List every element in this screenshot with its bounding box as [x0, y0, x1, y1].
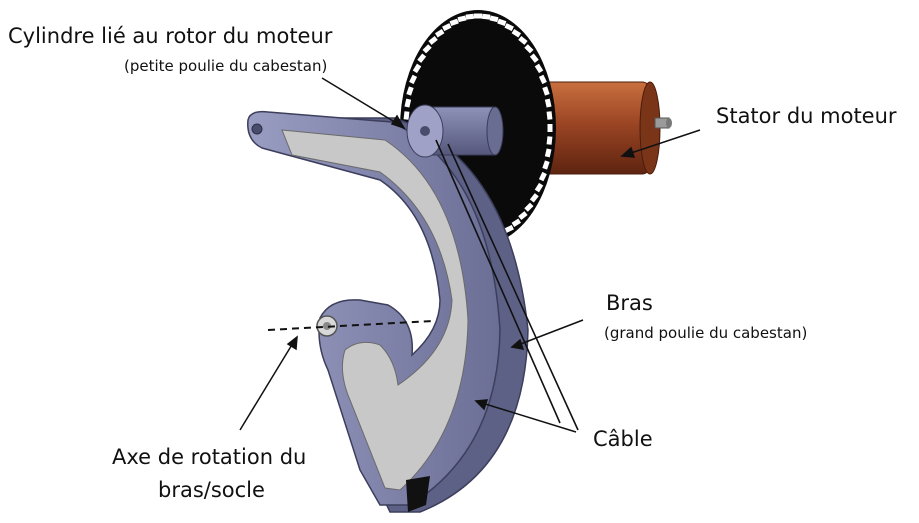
- encoder-slot: [538, 171, 547, 182]
- encoder-slot: [422, 44, 432, 54]
- encoder-slot: [449, 18, 459, 26]
- encoder-slot: [465, 13, 475, 20]
- encoder-slot: [442, 23, 452, 32]
- encoder-slot: [457, 15, 467, 23]
- encoder-slot: [546, 136, 553, 145]
- motor-stator-icon: [539, 81, 672, 175]
- encoder-slot: [403, 111, 410, 120]
- cable-label: Câble: [593, 427, 653, 451]
- axis-label-line1: Axe de rotation du: [112, 445, 307, 469]
- encoder-slot: [524, 44, 534, 54]
- encoder-slot: [504, 224, 514, 233]
- encoder-slot: [511, 28, 522, 38]
- capstan-arm-icon: [247, 110, 529, 513]
- small-pulley-icon: [406, 104, 504, 158]
- encoder-slot: [504, 23, 514, 32]
- encoder-slot: [497, 18, 507, 26]
- encoder-slot: [474, 13, 482, 19]
- encoder-slot: [518, 35, 528, 45]
- encoder-slot: [406, 86, 414, 96]
- encoder-slot: [481, 13, 491, 20]
- encoder-slot: [544, 98, 552, 108]
- cable-lines: [435, 139, 579, 431]
- stator-label: Stator du moteur: [716, 104, 897, 128]
- annotation-arrows: [239, 77, 701, 433]
- encoder-slot: [434, 28, 445, 38]
- bras-sublabel: (grand poulie du cabestan): [604, 324, 808, 342]
- encoder-slot: [534, 182, 544, 193]
- encoder-slot: [412, 63, 422, 74]
- encoder-slot: [524, 202, 534, 212]
- encoder-slot: [529, 53, 539, 63]
- encoder-slot: [428, 35, 438, 45]
- encoder-slot: [547, 124, 553, 132]
- encoder-slot: [409, 74, 418, 85]
- encoder-slot: [529, 193, 539, 203]
- encoder-slot: [538, 74, 547, 85]
- encoder-slot: [546, 111, 553, 120]
- encoder-slot: [518, 211, 528, 221]
- encoder-slot: [511, 218, 522, 228]
- encoder-slot: [542, 86, 550, 96]
- axis-label-line2: bras/socle: [158, 478, 265, 502]
- cylinder-sublabel: (petite poulie du cabestan): [124, 57, 328, 75]
- encoder-slot: [534, 63, 544, 74]
- encoder-slot: [417, 53, 427, 63]
- encoder-slot: [404, 98, 412, 108]
- encoder-slot: [542, 160, 550, 170]
- bras-label: Bras: [606, 291, 653, 315]
- encoder-slot: [544, 148, 552, 158]
- cylinder-label: Cylindre lié au rotor du moteur: [8, 24, 333, 48]
- encoder-slot: [489, 15, 499, 23]
- rotation-axis-line: [267, 320, 433, 331]
